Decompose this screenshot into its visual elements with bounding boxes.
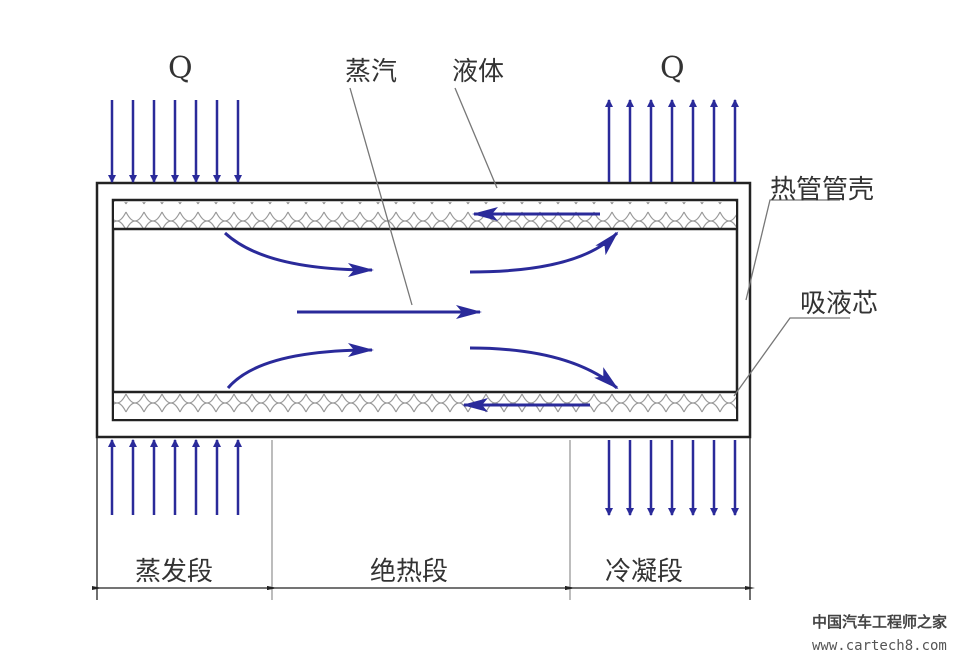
vapor-curve-arrow [226, 343, 374, 389]
bottom-wick [114, 393, 736, 419]
condense-curve-arrow [469, 231, 619, 274]
watermark-url: www.cartech8.com [812, 638, 947, 654]
vapor-flow [223, 231, 619, 390]
leader-lines [349, 87, 850, 397]
vapor-label: 蒸汽 [345, 57, 397, 87]
heat-flow-arrows [108, 99, 739, 516]
watermark: 中国汽车工程师之家 www.cartech8.com [812, 613, 947, 654]
condense-curve-arrow [469, 346, 619, 390]
heat-output-label: Q [660, 51, 685, 86]
watermark-title: 中国汽车工程师之家 [812, 613, 947, 631]
pipe-inner-wall [111, 198, 739, 422]
liquid-label: 液体 [452, 57, 504, 87]
shell-label: 热管管壳 [770, 175, 874, 205]
adiabatic-section-label: 绝热段 [370, 557, 448, 587]
condenser-section-label: 冷凝段 [605, 557, 683, 587]
vapor-curve-arrow [223, 231, 374, 277]
liquid-flow [462, 207, 600, 412]
evaporator-section-label: 蒸发段 [135, 557, 213, 587]
top-wick [114, 202, 736, 228]
wick-label: 吸液芯 [800, 289, 878, 319]
heat-input-label: Q [168, 51, 193, 86]
section-dimensions [92, 437, 755, 600]
